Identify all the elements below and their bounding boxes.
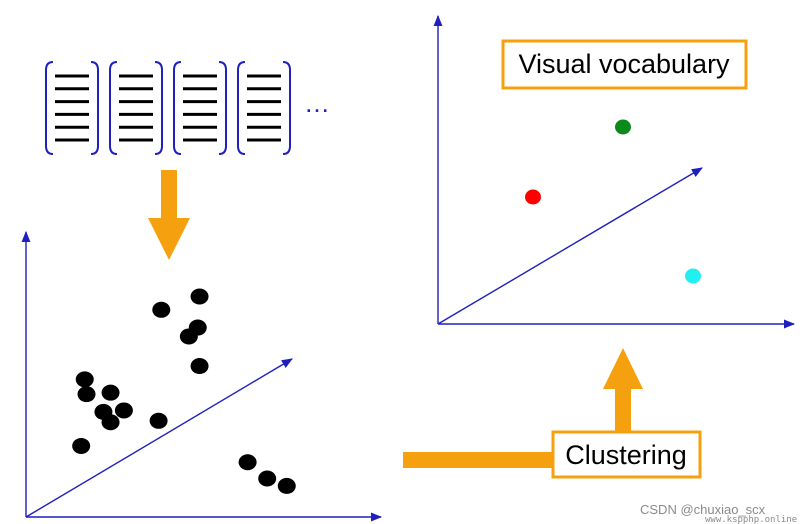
document-bracket-left — [45, 61, 54, 155]
feature-point — [238, 454, 257, 471]
feature-point — [77, 386, 96, 403]
document-stack — [45, 61, 291, 155]
document-4 — [237, 61, 291, 155]
feature-point — [152, 301, 171, 318]
feature-points — [72, 288, 296, 494]
feature-point — [75, 371, 94, 388]
watermark-site: www.kspphp.online — [705, 515, 797, 524]
feature-point — [149, 412, 168, 429]
document-bracket-left — [173, 61, 182, 155]
vocabulary-words — [525, 119, 701, 284]
document-1 — [45, 61, 99, 155]
feature-point — [72, 437, 91, 454]
visual-vocabulary-box: Visual vocabulary — [501, 39, 748, 90]
document-bracket-right — [218, 61, 227, 155]
feature-point — [101, 414, 120, 431]
feature-point — [114, 402, 133, 419]
vocab-axis-z — [437, 167, 703, 325]
documents-ellipsis: … — [304, 88, 330, 118]
watermark-author: CSDN @chuxiao_scx — [640, 502, 766, 517]
document-bracket-right — [90, 61, 99, 155]
feature-point — [258, 470, 277, 487]
vocabulary-word-red — [525, 189, 541, 205]
document-bracket-right — [282, 61, 291, 155]
feature-point — [277, 477, 296, 494]
feature-axis-z — [25, 358, 293, 518]
feature-space-axes — [21, 230, 383, 522]
extract-features-arrow — [148, 170, 190, 260]
document-3 — [173, 61, 227, 155]
feature-point — [190, 358, 209, 375]
vocabulary-word-cyan — [685, 268, 701, 284]
clustering-box: Clustering — [551, 430, 702, 479]
document-bracket-left — [109, 61, 118, 155]
vocabulary-space-axes — [433, 14, 796, 329]
document-bracket-right — [154, 61, 163, 155]
feature-point — [190, 288, 209, 305]
feature-point — [101, 384, 120, 401]
vocabulary-word-green — [615, 119, 631, 135]
document-bracket-left — [237, 61, 246, 155]
visual-vocabulary-label: Visual vocabulary — [518, 49, 730, 79]
clustering-arrow — [403, 348, 643, 468]
feature-point — [179, 328, 198, 345]
clustering-label: Clustering — [565, 440, 687, 470]
document-2 — [109, 61, 163, 155]
